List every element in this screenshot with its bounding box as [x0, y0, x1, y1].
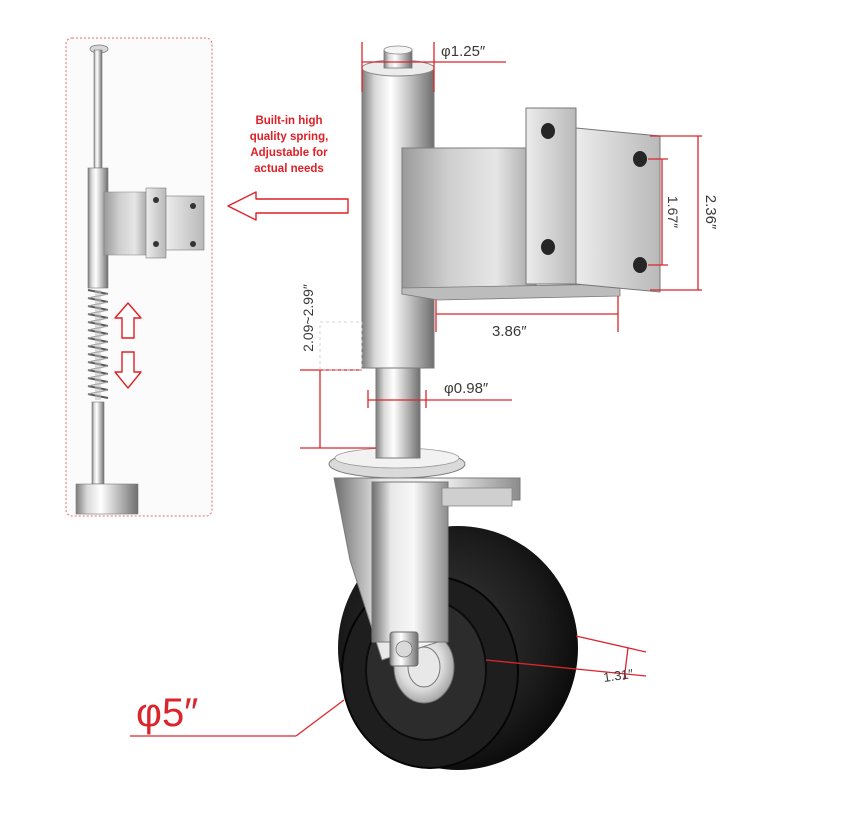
- axle-bolt: [395, 640, 413, 658]
- spring-callout: Built-in high quality spring, Adjustable…: [227, 115, 349, 221]
- callout-line-2: quality spring,: [250, 131, 329, 143]
- mount-hole: [541, 123, 555, 139]
- dim-top-post-diameter: φ1.25″: [441, 43, 486, 60]
- dim-plate-width: 3.86″: [492, 323, 527, 340]
- inset-plate-face: [103, 191, 149, 256]
- inset-hole: [190, 241, 196, 247]
- spring-inset-panel: [65, 37, 213, 517]
- mount-hole: [633, 151, 647, 167]
- caster-fork-right: [441, 487, 513, 507]
- dim-travel: 2.09~2.99″: [300, 284, 316, 352]
- callout-line-3: Adjustable for: [250, 147, 328, 159]
- callout-line-1: Built-in high: [255, 115, 322, 127]
- post-cap-top: [383, 45, 413, 55]
- left-arrow-icon: [227, 191, 349, 221]
- dim-wheel-diameter: φ5″: [136, 691, 198, 735]
- mount-hole: [541, 239, 555, 255]
- dim-hole-spacing: 1.67″: [665, 196, 681, 228]
- inset-rod-inner: [95, 290, 101, 400]
- inset-rod-lower: [91, 401, 105, 485]
- lower-post: [375, 365, 421, 459]
- inset-hole: [153, 197, 159, 203]
- dimension-lines: [130, 42, 702, 737]
- inset-plate-side: [165, 195, 205, 251]
- dim-wheel-width: 1.31″: [602, 666, 634, 685]
- dim-lower-post-diameter: φ0.98″: [444, 380, 489, 397]
- dim-plate-height: 2.36″: [702, 195, 719, 230]
- up-arrow-icon: [114, 302, 142, 339]
- inset-rod-upper: [93, 49, 103, 169]
- inset-hole: [190, 203, 196, 209]
- travel-ghost-box: [319, 321, 363, 371]
- mount-hole: [633, 257, 647, 273]
- down-arrow-icon: [114, 351, 142, 389]
- inset-base: [75, 483, 139, 515]
- inset-hole: [153, 241, 159, 247]
- mount-plate-back: [401, 147, 537, 295]
- caster-product: [328, 45, 661, 770]
- caster-fork-front: [371, 481, 449, 643]
- mount-plate-side: [575, 127, 661, 293]
- callout-line-4: actual needs: [254, 163, 324, 175]
